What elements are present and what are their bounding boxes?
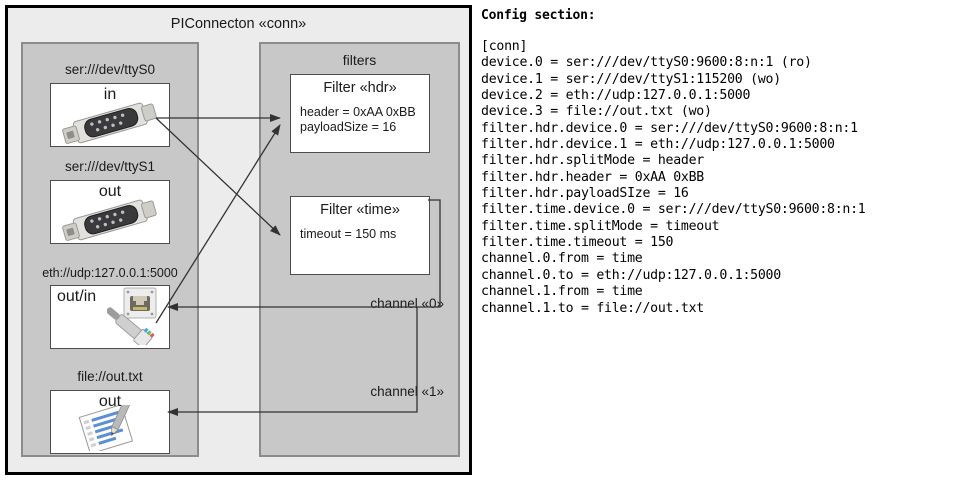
- connector-diagram: PIConnecton «conn» ser:///dev/ttyS0 in: [5, 5, 472, 475]
- ethernet-rj45-icon: [51, 286, 169, 348]
- config-line: channel.1.to = file://out.txt: [481, 300, 704, 316]
- config-line: filter.time.splitMode = timeout: [481, 218, 720, 234]
- filter-title-time: Filter «time»: [320, 202, 400, 218]
- filter-prop-payloadsize: payloadSize = 16: [300, 120, 397, 134]
- config-line: filter.hdr.header = 0xAA 0xBB: [481, 169, 704, 185]
- config-line: channel.0.from = time: [481, 251, 643, 267]
- config-line: channel.1.from = time: [481, 284, 643, 300]
- device-box-file[interactable]: out: [50, 390, 170, 454]
- config-line: channel.0.to = eth://udp:127.0.0.1:5000: [481, 267, 781, 283]
- filter-prop-timeout: timeout = 150 ms: [300, 227, 397, 241]
- config-line: filter.hdr.splitMode = header: [481, 153, 704, 169]
- filter-prop-header: header = 0xAA 0xBB: [300, 105, 416, 119]
- config-line: filter.hdr.payloadSIze = 16: [481, 186, 689, 202]
- config-line: [conn]: [481, 39, 528, 54]
- filters-panel: filters Filter «hdr» header = 0xAA 0xBB …: [259, 42, 460, 457]
- config-heading: Config section:: [481, 8, 596, 23]
- config-line: filter.time.timeout = 150: [481, 235, 674, 251]
- filter-box-time[interactable]: Filter «time» timeout = 150 ms: [290, 196, 430, 275]
- channel-label-0: channel «0»: [370, 296, 444, 311]
- device-box-ttys1[interactable]: out: [50, 180, 170, 244]
- text-file-pencil-icon: [51, 391, 169, 453]
- config-lines: [conn]device.0 = ser:///dev/ttyS0:9600:8…: [481, 39, 959, 317]
- config-line: device.0 = ser:///dev/ttyS0:9600:8:n:1 (…: [481, 55, 812, 71]
- serial-db9-icon: [51, 84, 169, 146]
- device-label-ttys1: ser:///dev/ttyS1: [64, 159, 156, 174]
- filters-panel-title: filters: [342, 52, 377, 68]
- channel-label-1: channel «1»: [370, 384, 444, 399]
- device-label-eth: eth://udp:127.0.0.1:5000: [42, 266, 178, 280]
- config-section: Config section: [conn]device.0 = ser:///…: [481, 8, 959, 317]
- device-label-file: file://out.txt: [77, 369, 143, 384]
- config-line: filter.hdr.device.0 = ser:///dev/ttyS0:9…: [481, 120, 858, 136]
- config-line: device.3 = file://out.txt (wo): [481, 104, 712, 120]
- devices-panel: ser:///dev/ttyS0 in: [21, 42, 199, 457]
- config-line: filter.time.device.0 = ser:///dev/ttyS0:…: [481, 202, 866, 218]
- device-box-eth[interactable]: out/in: [50, 285, 170, 349]
- device-box-ttys0[interactable]: in: [50, 83, 170, 147]
- config-line: device.2 = eth://udp:127.0.0.1:5000: [481, 88, 751, 104]
- config-line: filter.hdr.device.1 = eth://udp:127.0.0.…: [481, 137, 835, 153]
- config-line: device.1 = ser:///dev/ttyS1:115200 (wo): [481, 71, 781, 87]
- device-label-ttys0: ser:///dev/ttyS0: [64, 62, 156, 77]
- diagram-title: PIConnecton «conn»: [170, 16, 307, 32]
- filter-box-hdr[interactable]: Filter «hdr» header = 0xAA 0xBB payloadS…: [290, 74, 430, 153]
- serial-db9-icon: [51, 181, 169, 243]
- filter-title-hdr: Filter «hdr»: [323, 80, 397, 96]
